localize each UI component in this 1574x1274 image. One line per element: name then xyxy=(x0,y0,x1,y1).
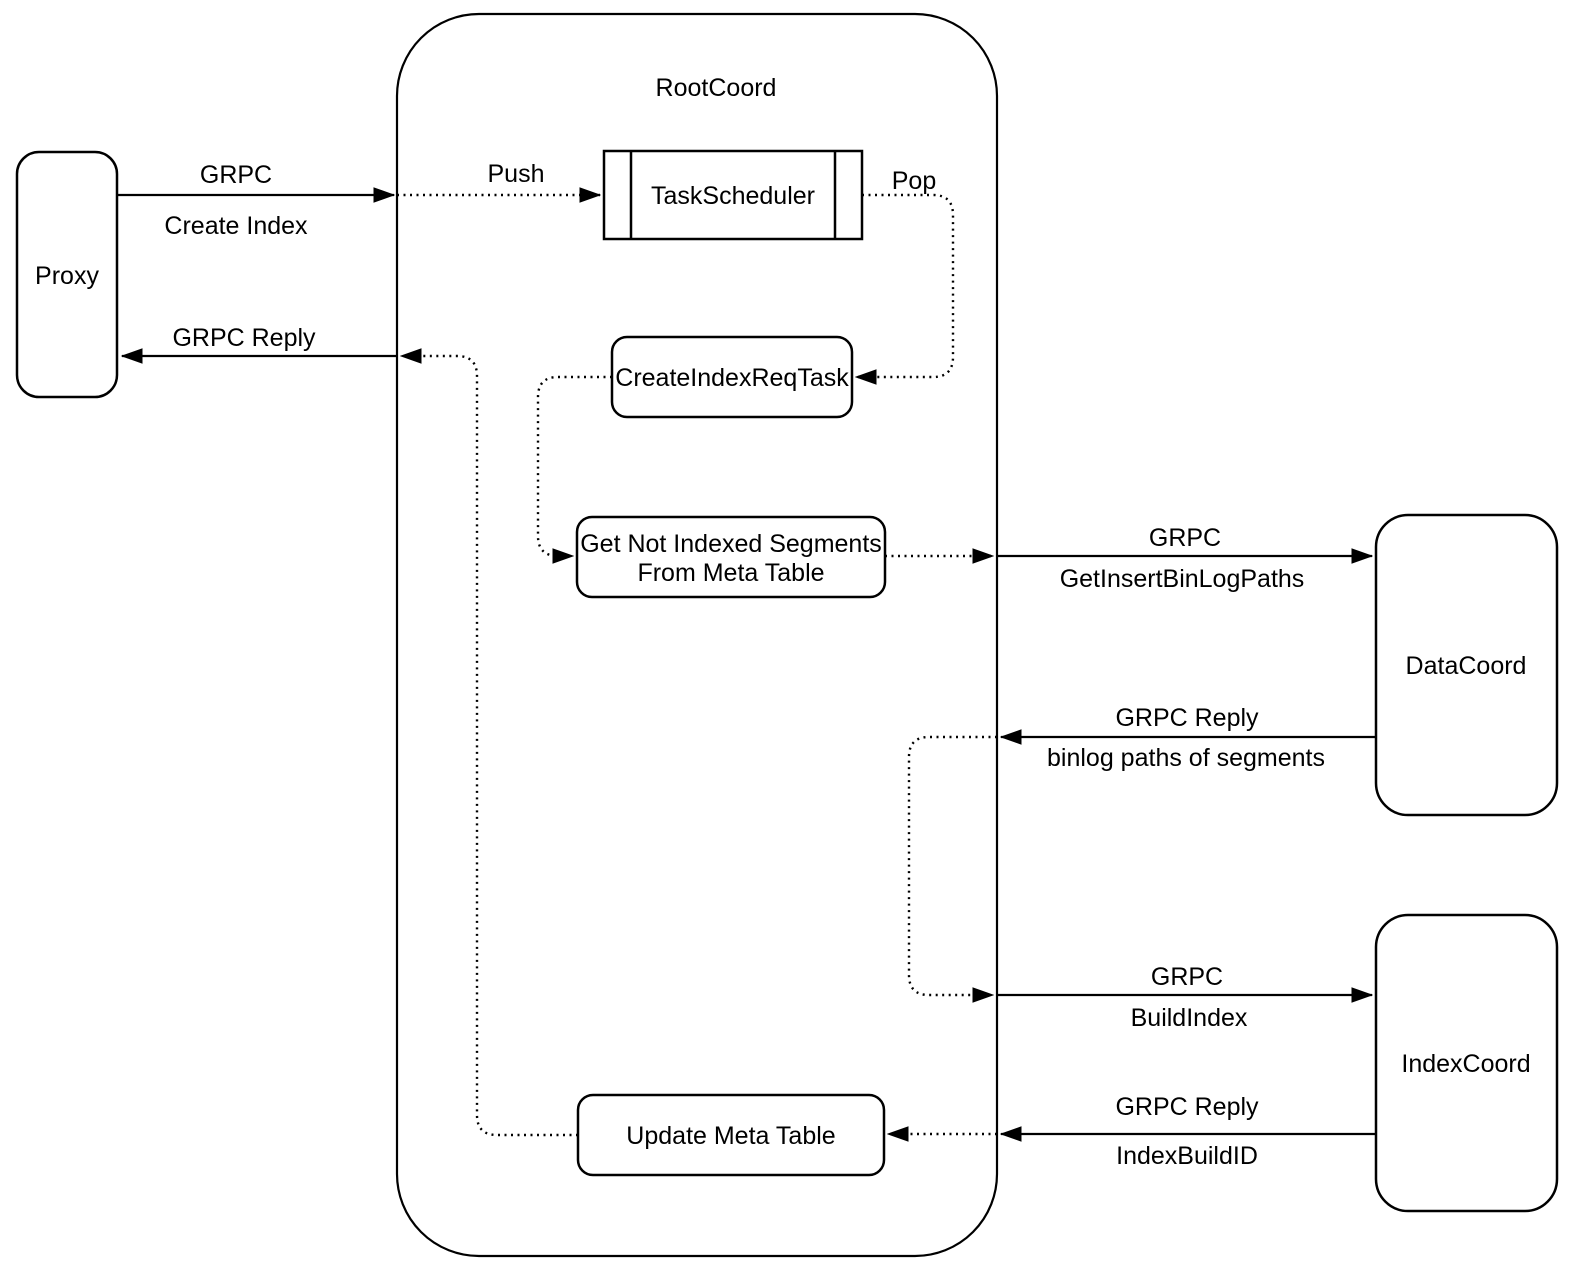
proxy-label: Proxy xyxy=(35,262,99,290)
edge-update-meta-table-to-border xyxy=(401,356,578,1137)
label-grpc-reply-to-proxy: GRPC Reply xyxy=(172,324,316,352)
get-not-indexed-segments-label-line2: From Meta Table xyxy=(637,559,824,587)
label-pop: Pop xyxy=(892,167,936,195)
label-grpc-build-index-protocol: GRPC xyxy=(1151,963,1223,991)
rootcoord-title: RootCoord xyxy=(656,74,777,102)
get-not-indexed-segments-label-line1: Get Not Indexed Segments xyxy=(580,530,882,558)
task-scheduler-box xyxy=(602,149,864,241)
label-grpc-reply-index-build-protocol: GRPC Reply xyxy=(1115,1093,1259,1121)
task-scheduler-node: TaskScheduler xyxy=(602,149,864,241)
task-scheduler-label: TaskScheduler xyxy=(651,182,815,210)
label-grpc-get-insert-binlog-message: GetInsertBinLogPaths xyxy=(1060,565,1305,593)
label-grpc-reply-binlog-message: binlog paths of segments xyxy=(1047,744,1325,772)
label-push: Push xyxy=(488,160,545,188)
label-grpc-create-index-protocol: GRPC xyxy=(200,161,272,189)
datacoord-node xyxy=(1374,513,1559,817)
label-grpc-build-index-message: BuildIndex xyxy=(1131,1004,1248,1032)
create-index-req-task-label: CreateIndexReqTask xyxy=(615,364,849,392)
label-grpc-create-index-message: Create Index xyxy=(164,212,308,240)
label-grpc-reply-index-build-message: IndexBuildID xyxy=(1116,1142,1258,1170)
edge-pop-to-create-index-req-task xyxy=(856,193,955,377)
indexcoord-node xyxy=(1374,913,1559,1213)
datacoord-label: DataCoord xyxy=(1406,652,1527,680)
indexcoord-label: IndexCoord xyxy=(1401,1050,1530,1078)
update-meta-table-label: Update Meta Table xyxy=(626,1122,835,1150)
proxy-node xyxy=(15,150,119,399)
label-grpc-reply-binlog-protocol: GRPC Reply xyxy=(1115,704,1259,732)
edge-binlog-reply-loop-to-build-index xyxy=(907,735,997,995)
label-grpc-get-insert-binlog-protocol: GRPC xyxy=(1149,524,1221,552)
rootcoord-container xyxy=(395,12,999,1258)
